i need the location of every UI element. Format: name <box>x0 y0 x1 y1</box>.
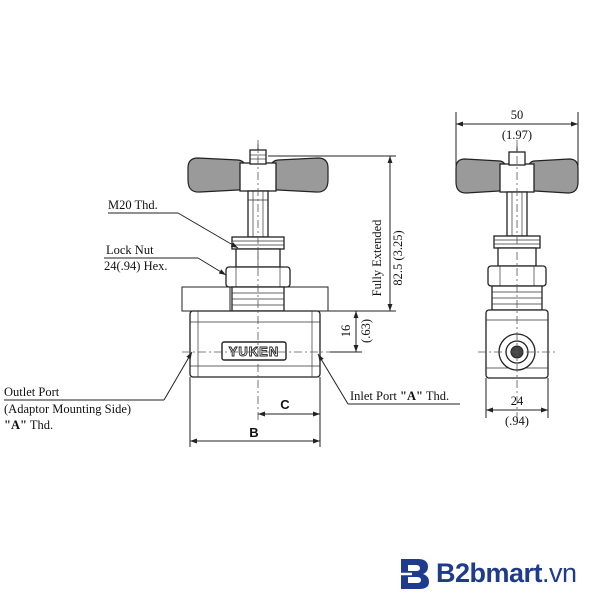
dimension-b: B <box>189 377 321 447</box>
b2bmart-logo-text: B2bmart.vn <box>436 558 577 588</box>
leader-m20: M20 Thd. <box>108 198 239 249</box>
label-dim-24: 24 <box>511 394 524 408</box>
label-inlet-port: Inlet Port "A" Thd. <box>350 389 449 403</box>
dimension-fully-extended: Fully Extended 82.5 (3.25) <box>268 155 405 312</box>
label-dim-b: B <box>249 425 258 440</box>
label-dim-16: 16 <box>339 325 353 338</box>
b2bmart-logo-icon <box>401 559 429 589</box>
side-stem <box>506 191 528 237</box>
side-handle <box>455 146 579 194</box>
label-outlet-port: Outlet Port <box>4 385 60 399</box>
dimension-16: 16 (.63) <box>328 310 373 353</box>
dimension-50: 50 (1.97) <box>455 108 579 166</box>
label-fully-extended: Fully Extended <box>370 219 384 296</box>
label-outlet-adaptor: (Adaptor Mounting Side) <box>4 402 131 416</box>
valve-body: YUKEN <box>189 310 321 378</box>
body-brand-text: YUKEN <box>229 344 280 359</box>
leader-outlet-port: Outlet Port (Adaptor Mounting Side) "A" … <box>4 351 193 432</box>
stem <box>247 190 269 238</box>
front-view: YUKEN M20 Thd. Lock Nut 24(.94) Hex. Out… <box>4 140 460 447</box>
leader-lock-nut: Lock Nut 24(.94) Hex. <box>104 243 227 276</box>
dimension-c: C <box>258 377 321 420</box>
label-dim-50-inch: (1.97) <box>502 128 532 142</box>
label-dim-50: 50 <box>511 108 524 122</box>
label-lock-nut: Lock Nut <box>106 243 154 257</box>
label-outlet-thread: "A" Thd. <box>4 418 53 432</box>
b2bmart-logo: B2bmart.vn <box>398 553 598 595</box>
label-dim-c: C <box>280 397 290 412</box>
label-dim-16-inch: (.63) <box>359 319 373 343</box>
label-m20: M20 Thd. <box>108 198 158 212</box>
side-view: 50 (1.97) 24 (.94) <box>455 108 579 428</box>
dimension-24: 24 (.94) <box>485 378 549 428</box>
leader-inlet-port: Inlet Port "A" Thd. <box>317 353 460 405</box>
label-dim-82: 82.5 (3.25) <box>391 230 405 285</box>
label-dim-24-inch: (.94) <box>505 414 529 428</box>
label-lock-nut-hex: 24(.94) Hex. <box>104 259 168 273</box>
